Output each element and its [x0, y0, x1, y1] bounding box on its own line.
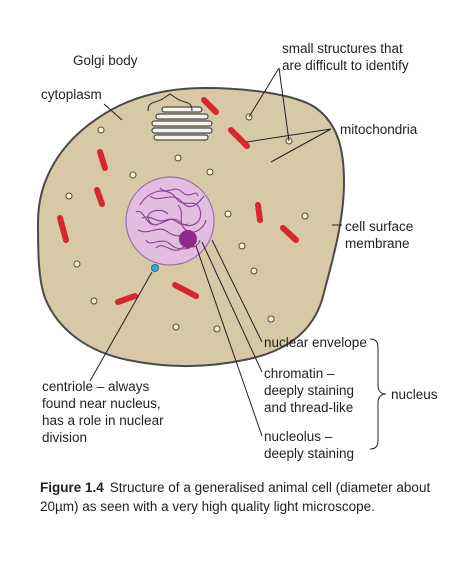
label-chromatin-line: chromatin –: [264, 366, 335, 381]
label-chromatin-line: and thread-like: [264, 400, 354, 415]
mitochondrion: [172, 282, 199, 299]
leader-mitochondria: [246, 128, 332, 143]
granule: [224, 210, 232, 218]
granule: [65, 192, 73, 200]
leader-cytoplasm: [103, 103, 123, 121]
label-centriole: centriole – always found near nucleus, h…: [42, 378, 164, 446]
label-cell-surface-membrane-line: membrane: [345, 236, 410, 251]
label-golgi-body: Golgi body: [73, 53, 138, 68]
granule: [90, 297, 98, 305]
label-centriole-line: found near nucleus,: [42, 396, 161, 411]
leader-nuclear-envelope: [211, 239, 263, 343]
granule: [172, 323, 180, 331]
mitochondrion: [228, 127, 250, 149]
figure-caption-text: Structure of a generalised animal cell (…: [40, 480, 431, 514]
granule: [73, 260, 81, 268]
label-centriole-line: has a role in nuclear: [42, 413, 164, 428]
label-chromatin-line: deeply staining: [264, 383, 355, 398]
granule: [206, 168, 214, 176]
mitochondrion: [280, 225, 299, 243]
centriole: [151, 264, 159, 272]
granule: [174, 154, 182, 162]
granule: [213, 325, 221, 333]
leader-small-structures: [278, 67, 290, 142]
label-nucleolus-line: nucleolus –: [264, 429, 333, 444]
label-cytoplasm: cytoplasm: [41, 87, 102, 102]
mitochondrion: [115, 293, 138, 305]
golgi-body: [151, 106, 213, 141]
label-small-structures: small structures that are difficult to i…: [282, 40, 409, 74]
label-centriole-line: division: [42, 430, 88, 445]
leader-chromatin: [201, 241, 263, 373]
mitochondrion: [94, 187, 105, 207]
mitochondrion: [97, 149, 108, 171]
label-small-structures-line: small structures that: [282, 41, 403, 56]
mitochondrion: [57, 215, 69, 243]
label-cell-surface-membrane: cell surface membrane: [345, 218, 413, 252]
figure-number: Figure 1.4: [40, 480, 104, 495]
golgi-bracket: [147, 93, 193, 112]
label-nucleolus: nucleolus – deeply staining: [264, 428, 354, 462]
label-mitochondria: mitochondria: [340, 122, 418, 137]
nucleolus: [179, 230, 197, 248]
nucleus-brace: [369, 338, 387, 450]
label-nucleolus-line: deeply staining: [264, 446, 355, 461]
label-small-structures-line: are difficult to identify: [282, 58, 409, 73]
granule: [97, 126, 105, 134]
label-nucleus: nucleus: [391, 387, 438, 402]
granule: [250, 267, 258, 275]
leader-lines: [89, 67, 387, 450]
leader-small-structures: [248, 67, 280, 118]
leader-nucleolus: [195, 245, 263, 437]
mitochondrion: [255, 202, 263, 223]
mitochondria-group: [57, 97, 299, 305]
granule: [267, 315, 275, 323]
leader-mitochondria: [270, 128, 332, 163]
granule: [238, 242, 246, 250]
label-nuclear-envelope: nuclear envelope: [264, 335, 367, 350]
leader-centriole: [89, 271, 153, 382]
granule: [301, 212, 309, 220]
granule: [129, 171, 137, 179]
label-chromatin: chromatin – deeply staining and thread-l…: [264, 365, 354, 416]
mitochondrion: [201, 97, 219, 115]
label-cell-surface-membrane-line: cell surface: [345, 219, 414, 234]
label-centriole-line: centriole – always: [42, 379, 150, 394]
